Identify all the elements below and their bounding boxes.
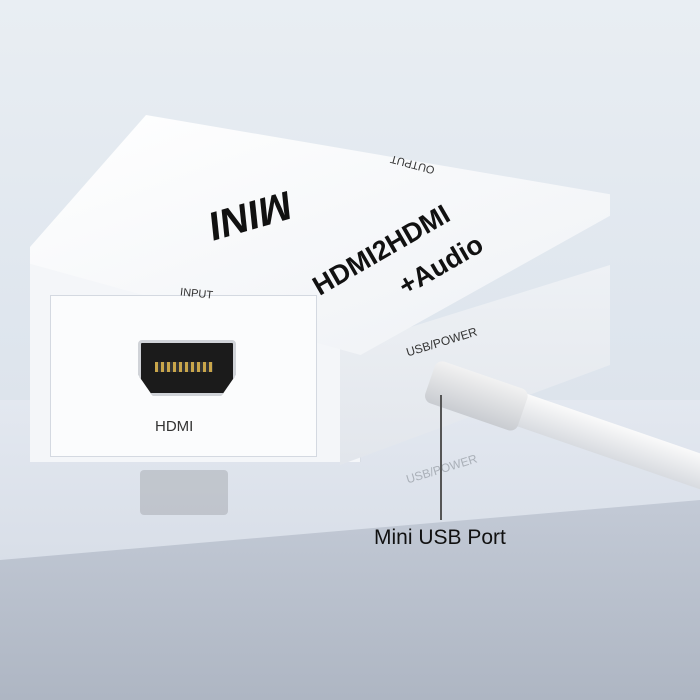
hdmi-port-reflection xyxy=(140,470,228,515)
hdmi-port-pins xyxy=(155,362,213,372)
hdmi-label: HDMI xyxy=(155,418,194,435)
callout-line xyxy=(440,395,442,520)
mini-usb-port-callout: Mini USB Port xyxy=(374,526,506,549)
